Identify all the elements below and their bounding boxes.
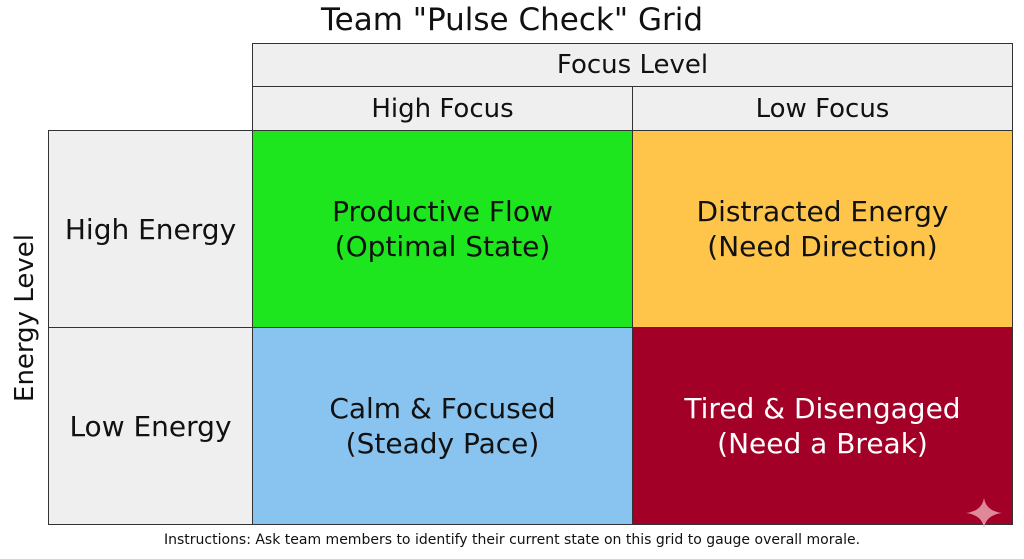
row-header-low-energy: Low Energy (48, 327, 253, 525)
quadrant-title: Distracted Energy (696, 195, 949, 228)
quadrant-subtitle: (Need Direction) (707, 230, 938, 263)
quadrant-subtitle: (Need a Break) (717, 427, 928, 460)
instructions-text: Instructions: Ask team members to identi… (163, 532, 861, 548)
column-axis-label: Focus Level (252, 43, 1013, 87)
row-axis-label: Energy Level (10, 234, 40, 402)
quadrant-title: Tired & Disengaged (684, 392, 961, 425)
quadrant-tired-disengaged: Tired & Disengaged (Need a Break) (632, 327, 1013, 525)
quadrant-productive-flow: Productive Flow (Optimal State) (252, 130, 633, 328)
quadrant-title: Productive Flow (332, 195, 553, 228)
quadrant-distracted-energy: Distracted Energy (Need Direction) (632, 130, 1013, 328)
sparkle-icon (966, 498, 1002, 528)
quadrant-calm-focused: Calm & Focused (Steady Pace) (252, 327, 633, 525)
quadrant-subtitle: (Optimal State) (334, 230, 551, 263)
column-header-low-focus: Low Focus (632, 86, 1013, 131)
diagram-title: Team "Pulse Check" Grid (320, 2, 704, 38)
quadrant-title: Calm & Focused (329, 392, 556, 425)
column-header-high-focus: High Focus (252, 86, 633, 131)
row-header-high-energy: High Energy (48, 130, 253, 328)
quadrant-subtitle: (Steady Pace) (345, 427, 540, 460)
